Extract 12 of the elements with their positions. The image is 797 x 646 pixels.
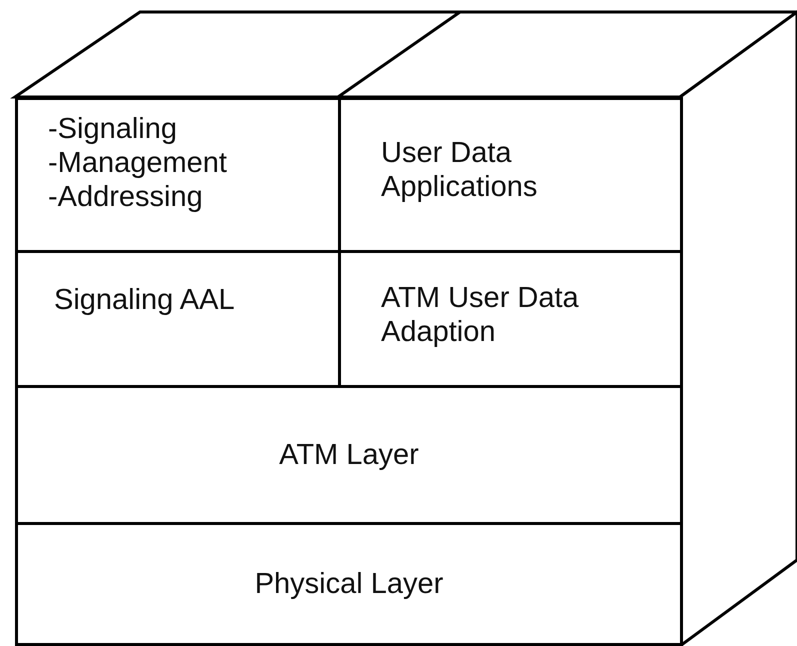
layer-box [15, 97, 341, 253]
layer-box [338, 97, 683, 253]
layer-box [15, 522, 683, 646]
layer-label: ATM Layer [279, 438, 419, 472]
layer-label: -Signaling [48, 112, 177, 146]
layer-label: Physical Layer [254, 567, 444, 601]
layer-label: Signaling AAL [54, 283, 235, 317]
layer-label: -Management [48, 146, 227, 180]
layer-label: ATM User Data Adaption [381, 281, 580, 349]
layer-box [15, 385, 683, 525]
layer-label: -Addressing [48, 180, 203, 214]
layer-label: User Data Applications [381, 136, 538, 204]
